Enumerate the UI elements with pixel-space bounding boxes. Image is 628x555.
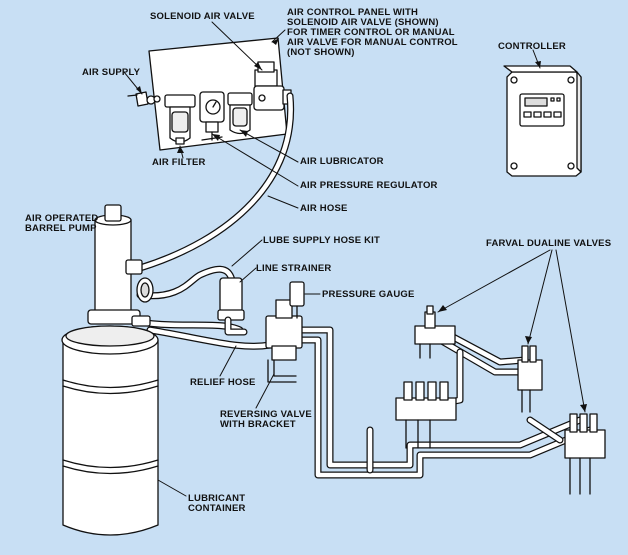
valve-block-center <box>395 381 457 449</box>
pressure-gauge <box>289 281 305 319</box>
label-line-strainer: LINE STRAINER <box>256 263 332 274</box>
air-control-panel <box>127 37 292 151</box>
air-hose <box>136 92 295 272</box>
main-supply-lines <box>296 326 594 479</box>
label-air-operated-barrel-pump: AIR OPERATED BARREL PUMP <box>25 213 99 234</box>
leader-lines <box>123 21 586 497</box>
reversing-valve <box>265 299 303 383</box>
label-solenoid-air-valve: SOLENOID AIR VALVE <box>150 11 255 22</box>
label-air-control-panel: AIR CONTROL PANEL WITH SOLENOID AIR VALV… <box>287 7 458 58</box>
label-lube-supply-hose-kit: LUBE SUPPLY HOSE KIT <box>263 235 380 246</box>
label-air-lubricator: AIR LUBRICATOR <box>300 156 384 167</box>
air-operated-barrel-pump <box>87 204 154 327</box>
lubricant-container <box>61 325 159 536</box>
label-relief-hose: RELIEF HOSE <box>190 377 256 388</box>
label-lubricant-container: LUBRICANT CONTAINER <box>188 493 246 514</box>
label-air-pressure-regulator: AIR PRESSURE REGULATOR <box>300 180 438 191</box>
valve-block-upper-right <box>517 345 543 413</box>
valve-block-upper-left <box>414 305 456 359</box>
controller <box>503 65 582 177</box>
label-air-hose: AIR HOSE <box>300 203 348 214</box>
valve-block-lower-right <box>564 413 606 495</box>
line-strainer <box>217 277 248 336</box>
label-reversing-valve: REVERSING VALVE WITH BRACKET <box>220 409 312 430</box>
label-air-supply: AIR SUPPLY <box>82 67 141 78</box>
label-controller: CONTROLLER <box>498 41 566 52</box>
lube-supply-hose <box>136 265 236 300</box>
label-air-filter: AIR FILTER <box>152 157 206 168</box>
label-farval-dualine-valves: FARVAL DUALINE VALVES <box>486 238 612 249</box>
label-pressure-gauge: PRESSURE GAUGE <box>322 289 415 300</box>
arrowheads <box>136 38 587 412</box>
